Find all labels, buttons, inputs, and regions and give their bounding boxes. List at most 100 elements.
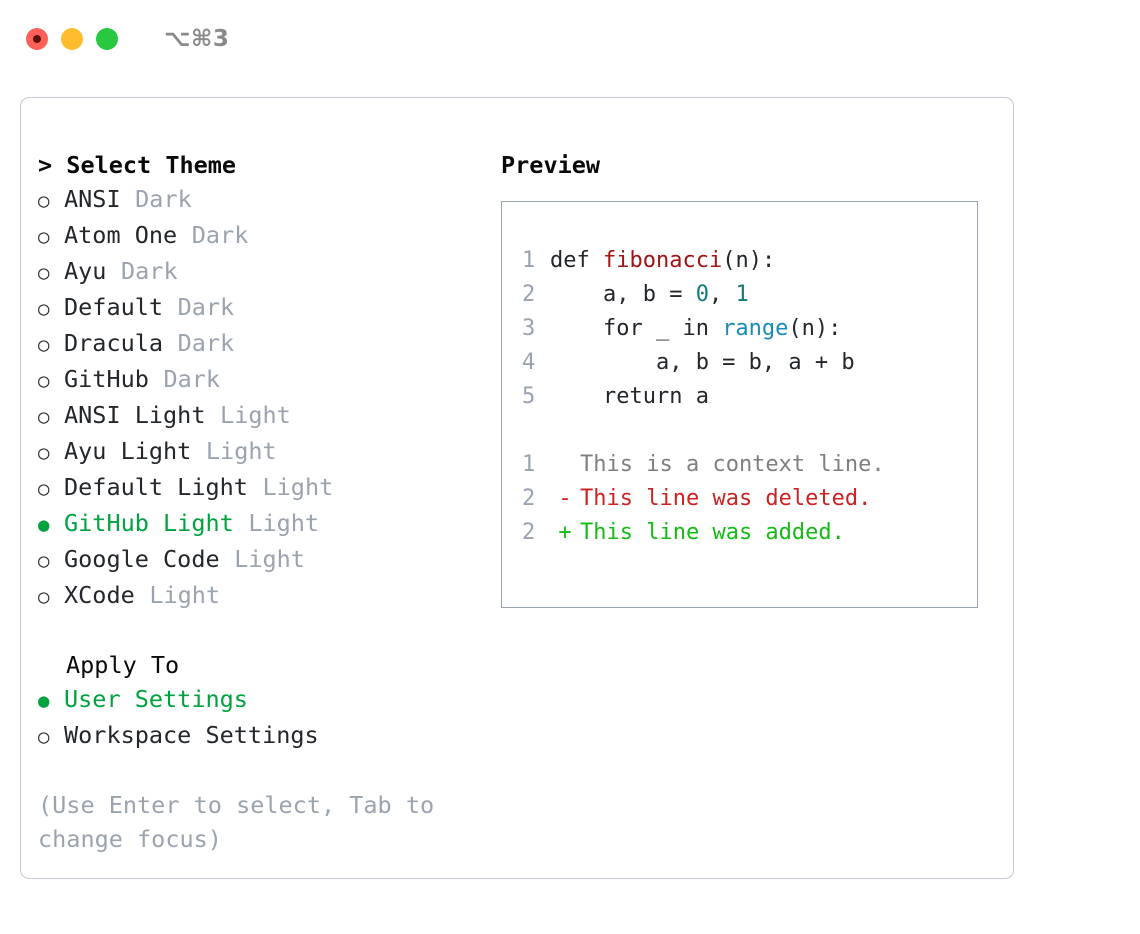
radio-selected-icon: ● [38,690,50,712]
line-number: 3 [522,316,536,341]
keyboard-hint: (Use Enter to select, Tab to change focu… [38,791,435,853]
theme-name: Google Code [64,545,220,573]
theme-name: GitHub Light [64,509,234,537]
diff-text: This line was added. [580,520,845,545]
apply-to-list[interactable]: ● User Settings ○ Workspace Settings [38,682,478,754]
diff-text: This is a context line. [580,452,885,477]
traffic-lights [26,28,118,50]
theme-variant-tag: Dark [135,185,192,213]
theme-list-item[interactable]: ○ Atom One Dark [38,218,478,254]
line-number: 4 [522,350,536,375]
code-token: return a [550,384,709,409]
theme-variant-tag: Dark [163,365,221,393]
theme-variant-tag: Dark [177,329,235,357]
radio-unselected-icon: ○ [38,262,50,284]
apply-to-header: Apply To [66,651,180,679]
line-number: 2 [522,282,536,307]
preview-spacer [522,414,977,448]
minimize-button[interactable] [61,28,83,50]
radio-unselected-icon: ○ [38,370,50,392]
theme-variant-tag: Light [248,509,320,537]
theme-name: GitHub [64,365,149,393]
line-number: 1 [522,452,536,477]
theme-name: Ayu [64,257,107,285]
code-token: , [708,282,736,307]
theme-list-item[interactable]: ○ Ayu Dark [38,254,478,290]
code-token: for _ in [550,316,723,341]
theme-variant-tag: Dark [177,293,235,321]
diff-sign: - [558,486,572,511]
theme-variant-tag: Light [149,581,221,609]
radio-unselected-icon: ○ [38,334,50,356]
theme-name: Dracula [64,329,164,357]
apply-to-section: Apply To ● User Settings ○ Workspace Settin… [38,648,478,754]
close-button[interactable] [26,28,48,50]
line-number: 5 [522,384,536,409]
diff-line: 2 + This line was added. [522,516,977,550]
theme-name: ANSI Light [64,401,206,429]
radio-unselected-icon: ○ [38,726,50,748]
diff-sample: 1 This is a context line. 2-This line was… [522,448,977,550]
radio-unselected-icon: ○ [38,190,50,212]
diff-sign: + [558,520,572,545]
radio-unselected-icon: ○ [38,478,50,500]
theme-variant-tag: Dark [121,257,178,285]
builtin-token: range [722,316,789,341]
theme-name: Atom One [64,221,178,249]
code-line: 3 for _ in range(n): [522,312,977,346]
number-token: 1 [735,282,749,307]
theme-name: Ayu Light [64,437,192,465]
number-token: 0 [695,282,709,307]
code-line: 5 return a [522,380,977,414]
code-token: def [550,248,603,273]
theme-variant-tag: Light [262,473,334,501]
line-number: 2 [522,486,536,511]
radio-unselected-icon: ○ [38,406,50,428]
line-number: 1 [522,248,536,273]
apply-to-label: User Settings [64,685,248,713]
theme-variant-tag: Light [234,545,305,573]
theme-list-item[interactable]: ○ Default Light Light [38,470,478,506]
radio-unselected-icon: ○ [38,226,50,248]
theme-list-item[interactable]: ● GitHub Light Light [38,506,478,542]
code-line: 4 a, b = b, a + b [522,346,977,380]
apply-to-option[interactable]: ● User Settings [38,682,478,718]
theme-list-item[interactable]: ○ Google Code Light [38,542,478,578]
theme-list-item[interactable]: ○ GitHub Dark [38,362,478,398]
code-token: a, b = [550,282,696,307]
radio-unselected-icon: ○ [38,586,50,608]
theme-variant-tag: Dark [191,221,249,249]
apply-to-label: Workspace Settings [64,721,319,749]
code-token: (n): [722,248,776,273]
radio-selected-icon: ● [38,514,50,536]
radio-unselected-icon: ○ [38,550,50,572]
theme-name: Default [64,293,164,321]
maximize-button[interactable] [96,28,118,50]
shortcut-label: ⌥⌘3 [164,26,230,52]
theme-name: ANSI [64,185,121,213]
preview-header: Preview [501,151,601,179]
apply-to-option[interactable]: ○ Workspace Settings [38,718,478,754]
theme-list-item[interactable]: ○ XCode Light [38,578,478,614]
diff-line: 1 This is a context line. [522,448,977,482]
code-line: 2 a, b = 0, 1 [522,278,977,312]
title-bar: ⌥⌘3 [0,0,1140,78]
line-number: 2 [522,520,536,545]
select-theme-header: > Select Theme [38,151,237,179]
theme-name: XCode [64,581,135,609]
diff-sign [550,448,580,482]
function-token: fibonacci [602,248,723,273]
theme-name: Default Light [64,473,248,501]
theme-list-item[interactable]: ○ ANSI Dark [38,182,478,218]
theme-list-item[interactable]: ○ Dracula Dark [38,326,478,362]
